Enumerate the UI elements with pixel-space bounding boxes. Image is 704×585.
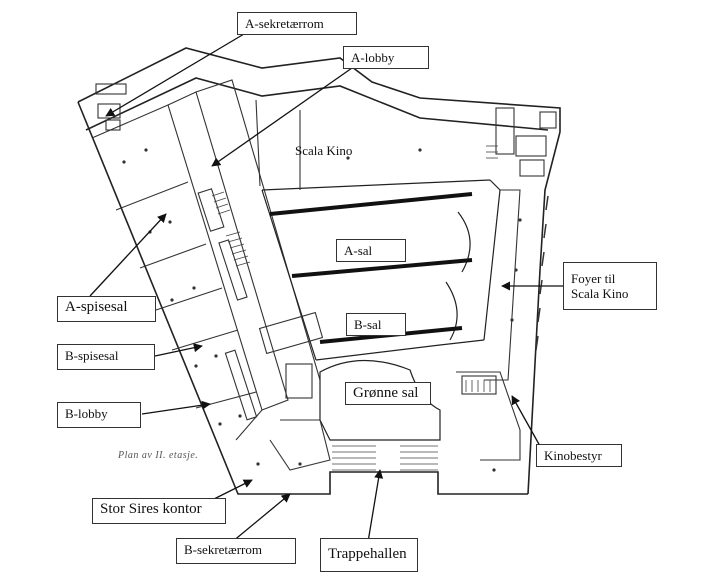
label-b-sekretaerrom: B-sekretærrom [176,538,296,564]
arrow-b-spisesal [154,343,203,357]
label-kinobestyr: Kinobestyr [536,444,622,467]
label-a-sal: A-sal [336,239,406,262]
arrow-trappehallen [367,469,384,543]
arrow-b-lobby [141,400,211,415]
annotation-arrows [89,33,572,543]
foyer-dashes [535,195,549,351]
arrow-stor-sires-kontor [211,479,253,501]
label-a-lobby: A-lobby [343,46,429,69]
label-b-sal: B-sal [346,313,406,336]
label-b-lobby: B-lobby [57,402,141,428]
label-b-spisesal: B-spisesal [57,344,155,370]
label-scala-kino: Scala Kino [295,143,353,158]
label-stor-sires-kontor: Stor Sires kontor [92,498,226,524]
arrow-kinobestyr [511,395,541,447]
arrow-a-sekretaerrom [105,33,245,117]
label-a-spisesal: A-spisesal [57,296,156,322]
plan-caption: Plan av II. etasje. [118,450,199,461]
building-outline [77,47,561,495]
core-walls [258,311,521,471]
label-foyer-til-scala-kino: Foyer til Scala Kino [563,262,657,310]
label-gronne-sal: Grønne sal [345,382,431,405]
bottom-stairs [332,145,498,471]
arrow-a-lobby [211,67,353,167]
arrow-b-sekretaerrom [231,493,291,543]
label-a-sekretaerrom: A-sekretærrom [237,12,357,35]
label-trappehallen: Trappehallen [320,538,418,572]
left-stairs [211,191,251,267]
arrow-a-spisesal [89,213,167,297]
